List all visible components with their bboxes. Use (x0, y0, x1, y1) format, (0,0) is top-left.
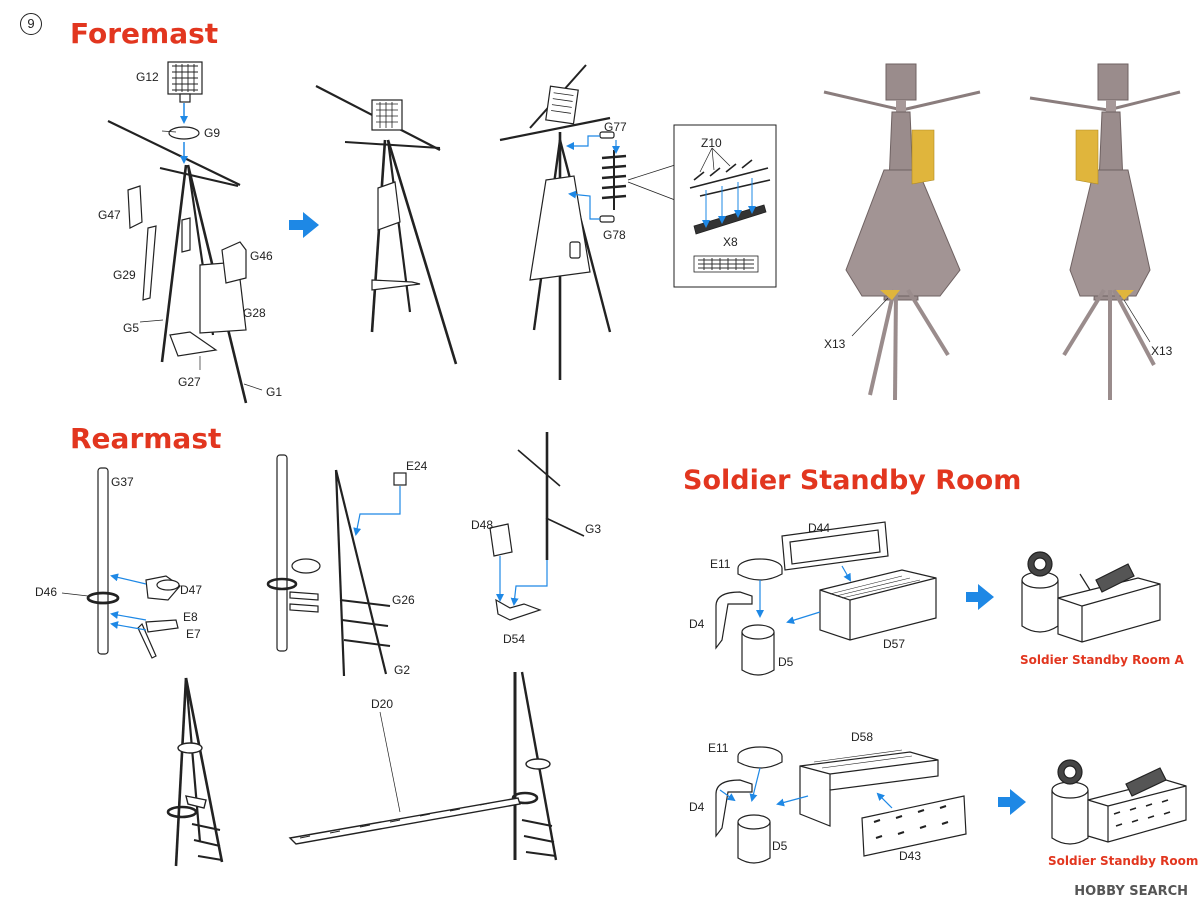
process-arrow-1 (289, 212, 319, 238)
foremast-assembled-view (315, 85, 458, 365)
rearmast-assembled-tripod (166, 677, 224, 867)
label-g9: G9 (204, 126, 221, 140)
label-d57: D57 (883, 637, 906, 651)
label-g77: G77 (604, 120, 627, 134)
label-d58: D58 (851, 730, 874, 744)
label-g2: G2 (394, 663, 411, 677)
label-g1: G1 (266, 385, 283, 399)
label-d5-b: D5 (772, 839, 788, 853)
label-d44: D44 (808, 521, 831, 535)
standby-room-b-exploded (715, 746, 967, 864)
part-g9-platform (168, 126, 200, 140)
foremast-exploded-view (107, 61, 248, 404)
rearmast-exploded-view (86, 467, 181, 659)
watermark: HOBBY SEARCH (1074, 884, 1188, 899)
label-x13-right: X13 (1151, 344, 1173, 358)
label-g5: G5 (123, 321, 140, 335)
label-g26: G26 (392, 593, 415, 607)
label-d5-a: D5 (778, 655, 794, 669)
foremast-painted-back (1029, 63, 1181, 400)
label-x13-left: X13 (824, 337, 846, 351)
label-g78: G78 (603, 228, 626, 242)
label-d4-b: D4 (689, 800, 705, 814)
label-e11-a: E11 (710, 557, 731, 571)
rearmast-heading: Rearmast (70, 422, 222, 455)
label-g3: G3 (585, 522, 602, 536)
standby-room-heading: Soldier Standby Room (683, 465, 1022, 496)
caption-room-b: Soldier Standby Room B (1048, 854, 1200, 868)
label-d48: D48 (471, 518, 494, 532)
label-g29: G29 (113, 268, 136, 282)
rearmast-with-d20-boom (288, 671, 558, 861)
standby-room-b-assembled (1051, 759, 1187, 845)
process-arrow-room-a (966, 584, 994, 610)
label-z10: Z10 (701, 136, 722, 150)
label-e11-b: E11 (708, 741, 729, 755)
caption-room-a: Soldier Standby Room A (1020, 653, 1184, 667)
label-g27: G27 (178, 375, 201, 389)
label-g47: G47 (98, 208, 121, 222)
process-arrow-room-b (998, 789, 1026, 815)
standby-room-a-exploded (715, 521, 937, 676)
label-e8: E8 (183, 610, 198, 624)
foremast-detail-view (499, 64, 627, 380)
label-d4-a: D4 (689, 617, 705, 631)
rearmast-step-b (266, 454, 407, 677)
part-g12-radar (167, 61, 203, 103)
label-x8: X8 (723, 235, 738, 249)
rearmast-step-c (489, 432, 585, 621)
label-g28: G28 (243, 306, 266, 320)
standby-room-a-assembled (1021, 551, 1161, 643)
label-e7: E7 (186, 627, 201, 641)
label-g46: G46 (250, 249, 273, 263)
label-d47: D47 (180, 583, 203, 597)
etched-parts-callout (627, 124, 777, 288)
label-d46: D46 (35, 585, 58, 599)
foremast-painted-front (823, 63, 981, 401)
label-g37: G37 (111, 475, 134, 489)
label-d54: D54 (503, 632, 526, 646)
label-d43: D43 (899, 849, 922, 863)
foremast-heading: Foremast (70, 17, 219, 50)
label-e24: E24 (406, 459, 428, 473)
step-number: 9 (20, 13, 42, 35)
label-d20: D20 (371, 697, 394, 711)
label-g12: G12 (136, 70, 159, 84)
